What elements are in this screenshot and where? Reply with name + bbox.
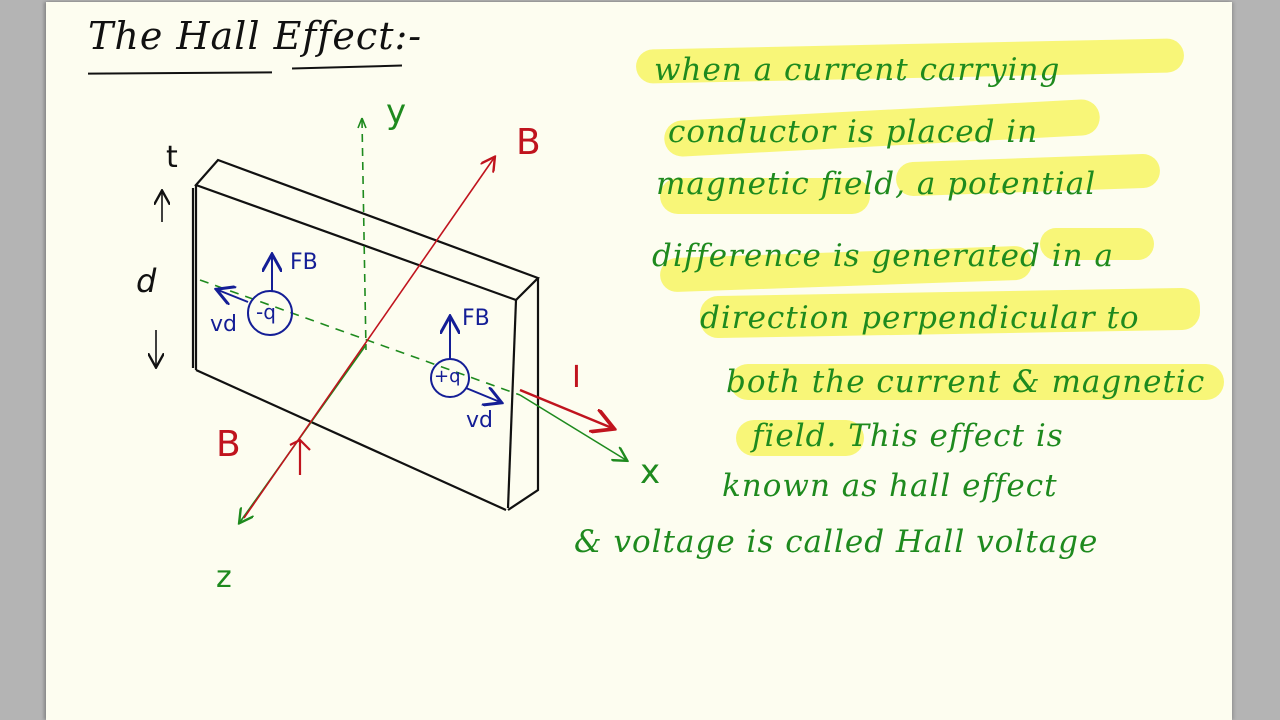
drift-velocity-label-right: vd <box>466 408 493 433</box>
definition-line: field. This effect is <box>752 418 1064 454</box>
b-field-label-top: B <box>516 122 541 163</box>
definition-line: both the current & magnetic <box>726 364 1206 400</box>
highlight <box>660 178 870 214</box>
highlight <box>736 420 864 456</box>
definition-line: difference is generated in a <box>652 238 1114 274</box>
highlight <box>730 364 1224 400</box>
drift-velocity-label-left: vd <box>210 312 237 337</box>
definition-line: magnetic field, a potential <box>656 166 1097 202</box>
width-label: d <box>136 262 157 300</box>
definition-line: known as hall effect <box>722 468 1058 504</box>
definition-line: direction perpendicular to <box>700 300 1140 336</box>
force-label-left: FB <box>290 250 318 275</box>
definition-line: when a current carrying <box>654 52 1061 88</box>
current-label: I <box>572 360 581 395</box>
current-arrow <box>519 388 612 428</box>
highlight <box>1040 228 1154 260</box>
y-axis-label: y <box>386 92 407 132</box>
charges <box>218 256 500 402</box>
definition-line: conductor is placed in <box>668 114 1039 150</box>
negative-charge-label: -q <box>256 300 276 324</box>
definition-line: & voltage is called Hall voltage <box>574 524 1099 560</box>
x-axis-label: x <box>640 452 661 492</box>
positive-charge-label: +q <box>434 366 461 387</box>
force-label-right: FB <box>462 306 490 331</box>
magnetic-field-arrows <box>243 158 494 519</box>
page-title: The Hall Effect:- <box>88 14 423 58</box>
z-axis-label: z <box>216 560 232 595</box>
conductor-slab <box>191 158 540 512</box>
b-field-label-bottom: B <box>216 424 241 465</box>
thickness-label: t <box>166 140 178 175</box>
